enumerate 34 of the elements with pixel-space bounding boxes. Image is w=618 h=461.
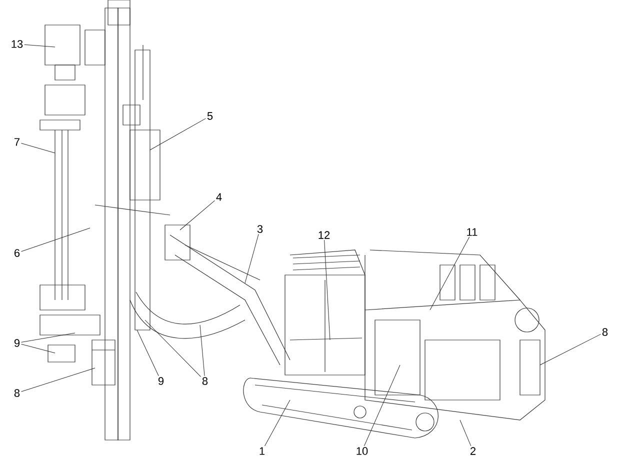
callout-number: 3 [257,225,263,233]
callout-number: 4 [216,193,222,201]
callout-number: 6 [14,249,20,257]
callout-number: 7 [14,138,20,146]
callout-number: 12 [318,231,330,239]
callout-number: 2 [470,447,476,455]
callout-number: 13 [12,40,23,48]
leader-line [244,234,259,284]
callout-number: 1 [260,447,265,455]
leader-line [21,368,96,392]
leader-line [21,228,90,252]
callout-number: 8 [14,389,20,397]
leader-line [21,344,56,354]
callout-number: 5 [207,112,213,120]
leader-line [540,334,601,366]
leader-line [324,240,330,340]
leader-line [21,332,76,343]
leader-line [364,364,400,446]
callout-number: 9 [14,339,20,347]
leader-line [264,400,290,446]
callout-number: 8 [602,328,608,336]
callout-number: 10 [356,447,368,455]
leader-line [24,44,56,48]
leader-line [460,420,472,446]
leader-line [136,330,159,376]
callout-number: 11 [467,228,478,236]
leader-line [180,200,215,230]
leader-line [430,236,470,310]
leader-line [21,142,56,154]
callout-number: 9 [158,377,164,385]
leader-line [150,118,206,150]
leader-line [200,324,205,376]
callout-number: 8 [202,377,208,385]
leader-line [144,320,201,377]
